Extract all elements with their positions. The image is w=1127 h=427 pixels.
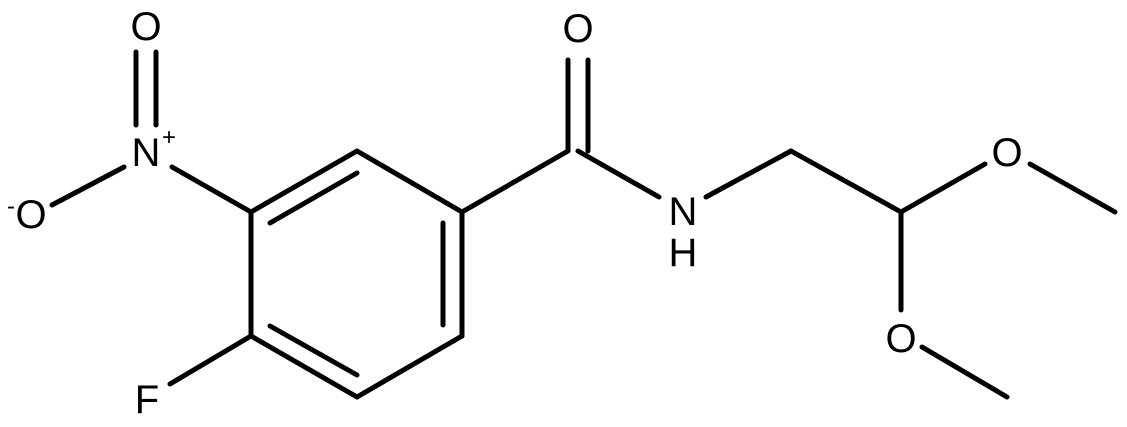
methoxy-groups <box>898 161 1118 400</box>
ring-bond-c1-c2 <box>354 148 465 215</box>
bond-n-ch2 <box>703 148 794 200</box>
atom-o-methoxy-bottom: O <box>885 317 916 361</box>
ring-bond-c5-c6 <box>354 333 465 400</box>
bond-ring-n-nitro <box>169 164 254 215</box>
charge-n-nitro: + <box>162 124 176 151</box>
bond-n-o-left <box>49 164 127 208</box>
bond-ch-o-top <box>898 161 988 215</box>
atom-o-carbonyl: O <box>562 7 593 51</box>
atom-o-nitro-left: O <box>15 193 46 237</box>
atom-n-nitro: N <box>132 131 161 175</box>
ring-bond-c4-c5 <box>248 333 360 400</box>
atom-n-amide: N <box>669 190 698 234</box>
ring-bond-c4-c5-inner <box>267 323 360 378</box>
charge-o-nitro-left: - <box>7 193 15 220</box>
amide-group <box>459 57 904 215</box>
bond-o-top-methyl <box>1027 161 1118 215</box>
bond-ch2-ch <box>788 148 904 215</box>
bond-carbonyl-n <box>575 148 662 200</box>
atom-o-methoxy-top: O <box>991 131 1022 175</box>
bond-ring-f <box>167 333 254 387</box>
bond-ring-carbonyl <box>459 148 571 215</box>
ring-bond-c2-c3 <box>248 148 360 215</box>
benzene-ring <box>248 148 465 400</box>
nitro-group <box>49 49 254 215</box>
atom-h-amide: H <box>669 231 698 275</box>
bond-o-bottom-methyl <box>919 344 1010 400</box>
atom-o-nitro-top: O <box>130 5 161 49</box>
ring-bond-c2-c3-inner <box>267 170 360 226</box>
atom-f: F <box>135 378 159 422</box>
